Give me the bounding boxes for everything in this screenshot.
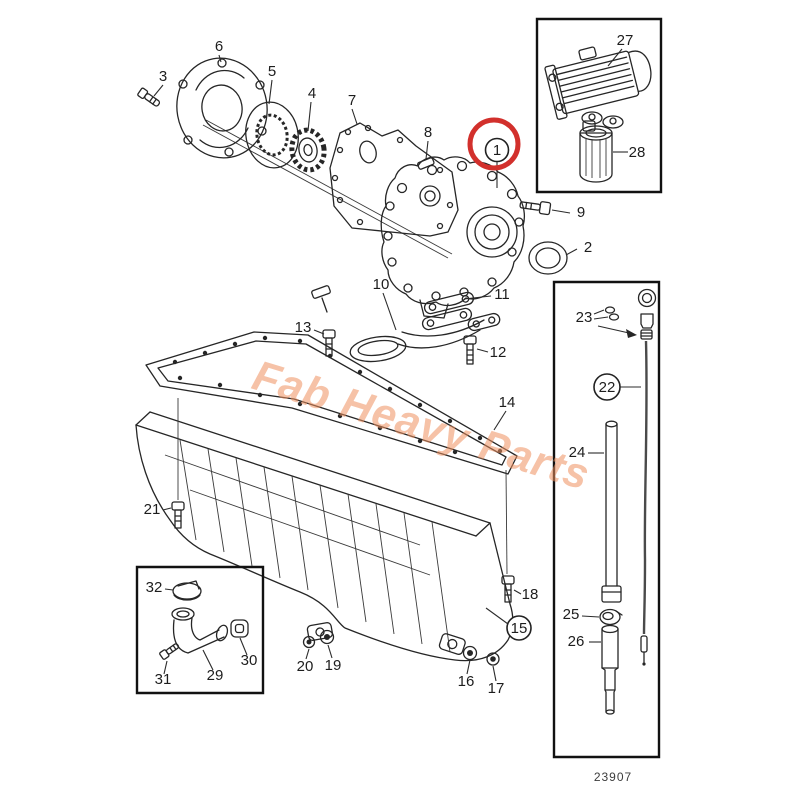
gaskets-part-11 [421, 291, 474, 331]
callout-19: 19 [325, 657, 342, 674]
bolt-part-3 [137, 88, 161, 109]
callout-28: 28 [629, 144, 646, 161]
callout-7: 7 [348, 92, 356, 109]
plug-part-17 [487, 653, 499, 665]
callout-26: 26 [568, 633, 585, 650]
watermark-text: Fab Heavy Parts [247, 352, 595, 500]
callout-10: 10 [373, 276, 390, 293]
bolt-part-18 [502, 470, 514, 602]
leader-lines [154, 49, 641, 681]
nut-part-20 [304, 637, 315, 648]
tube-part-24 [602, 421, 621, 602]
seal-part-30 [231, 620, 248, 637]
cap-part-32 [173, 581, 201, 600]
disc-part-5 [241, 98, 304, 172]
callout-13: 13 [295, 319, 312, 336]
washer-part-16 [464, 647, 477, 660]
callout-27: 27 [617, 32, 634, 49]
callout-32: 32 [146, 579, 163, 596]
washer-part-19 [321, 631, 334, 644]
hose-part-29 [172, 608, 229, 653]
arrow-to-dipstick-collar [598, 326, 637, 338]
oil-filter-part-28 [580, 121, 612, 182]
callout-20: 20 [297, 658, 314, 675]
callout-16: 16 [458, 673, 475, 690]
callout-30: 30 [241, 652, 258, 669]
seal-part-2 [529, 242, 567, 274]
callout-labels: 1 2 3 4 5 6 7 8 9 10 11 12 13 14 15 16 1… [144, 32, 646, 697]
gear-part-4 [289, 128, 327, 173]
callout-4: 4 [308, 85, 316, 102]
dipstick-inset-box [554, 282, 659, 757]
callout-11: 11 [494, 286, 510, 303]
callout-17: 17 [488, 680, 505, 697]
callout-12: 12 [490, 344, 507, 361]
callout-5: 5 [268, 63, 276, 80]
circle-callout-15 [507, 616, 531, 640]
callout-1: 1 [493, 142, 501, 159]
circle-callout-22 [594, 374, 620, 400]
oil-pump-part-1 [381, 157, 524, 318]
clamp-part-25 [600, 610, 622, 625]
bolt-part-13 [323, 330, 335, 356]
bolt-part-12 [464, 336, 476, 364]
callout-14: 14 [499, 394, 516, 411]
bolt-part-21 [172, 398, 184, 528]
plate-part-7 [330, 123, 458, 236]
callout-25: 25 [563, 606, 580, 623]
callout-9: 9 [577, 204, 585, 221]
pickup-pipe-part-10 [311, 285, 501, 365]
flange-part-6 [169, 51, 275, 165]
callout-18: 18 [522, 586, 539, 603]
shaft-axis-lines [203, 120, 452, 258]
oil-cooler-inset-box [537, 19, 661, 192]
bolt-part-9 [519, 199, 550, 215]
lower-tube-part-26 [602, 626, 618, 715]
callout-23: 23 [576, 309, 593, 326]
callout-31: 31 [155, 671, 172, 688]
drain-hose-inset-box [137, 567, 263, 693]
callout-29: 29 [207, 667, 224, 684]
callout-8: 8 [424, 124, 432, 141]
callout-22: 22 [599, 379, 616, 396]
circle-callout-1 [486, 139, 509, 162]
callout-2: 2 [584, 239, 592, 256]
callout-15: 15 [511, 620, 528, 637]
callout-24: 24 [569, 444, 586, 461]
callout-6: 6 [215, 38, 223, 55]
oil-pan-part-15 [136, 412, 513, 661]
dipstick-part-22 [639, 290, 656, 666]
figure-number: 23907 [594, 770, 632, 784]
orings-part-23 [606, 307, 619, 320]
bolt-part-31 [159, 642, 180, 660]
callout-3: 3 [159, 68, 167, 85]
callout-21: 21 [144, 501, 161, 518]
highlight-ring-callout-1 [470, 120, 518, 168]
pan-gasket-part-14 [146, 332, 517, 474]
